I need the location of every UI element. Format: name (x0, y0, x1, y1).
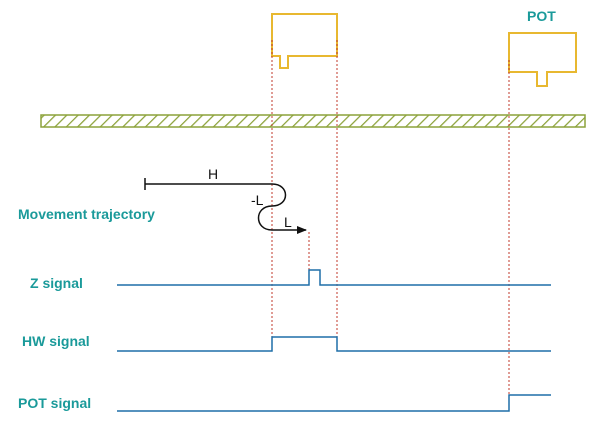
neg-l-label: -L (251, 192, 264, 208)
hw-signal-waveform (117, 336, 551, 352)
l-label: L (284, 214, 292, 230)
z-signal-waveform (117, 269, 551, 286)
pot-switch-label: POT (527, 8, 556, 24)
movement-trajectory (144, 178, 307, 234)
pot-signal-label: POT signal (18, 395, 91, 411)
pot-switch-dog (508, 32, 577, 87)
trajectory-label: Movement trajectory (18, 206, 155, 222)
home-switch-dog (271, 13, 338, 69)
z-signal-label: Z signal (30, 275, 83, 291)
trajectory-path (145, 183, 307, 234)
axis-rail (40, 114, 586, 128)
guide-lines (271, 40, 510, 412)
pot-signal-waveform (117, 394, 551, 412)
h-label: H (208, 166, 218, 182)
hw-signal-label: HW signal (22, 333, 90, 349)
